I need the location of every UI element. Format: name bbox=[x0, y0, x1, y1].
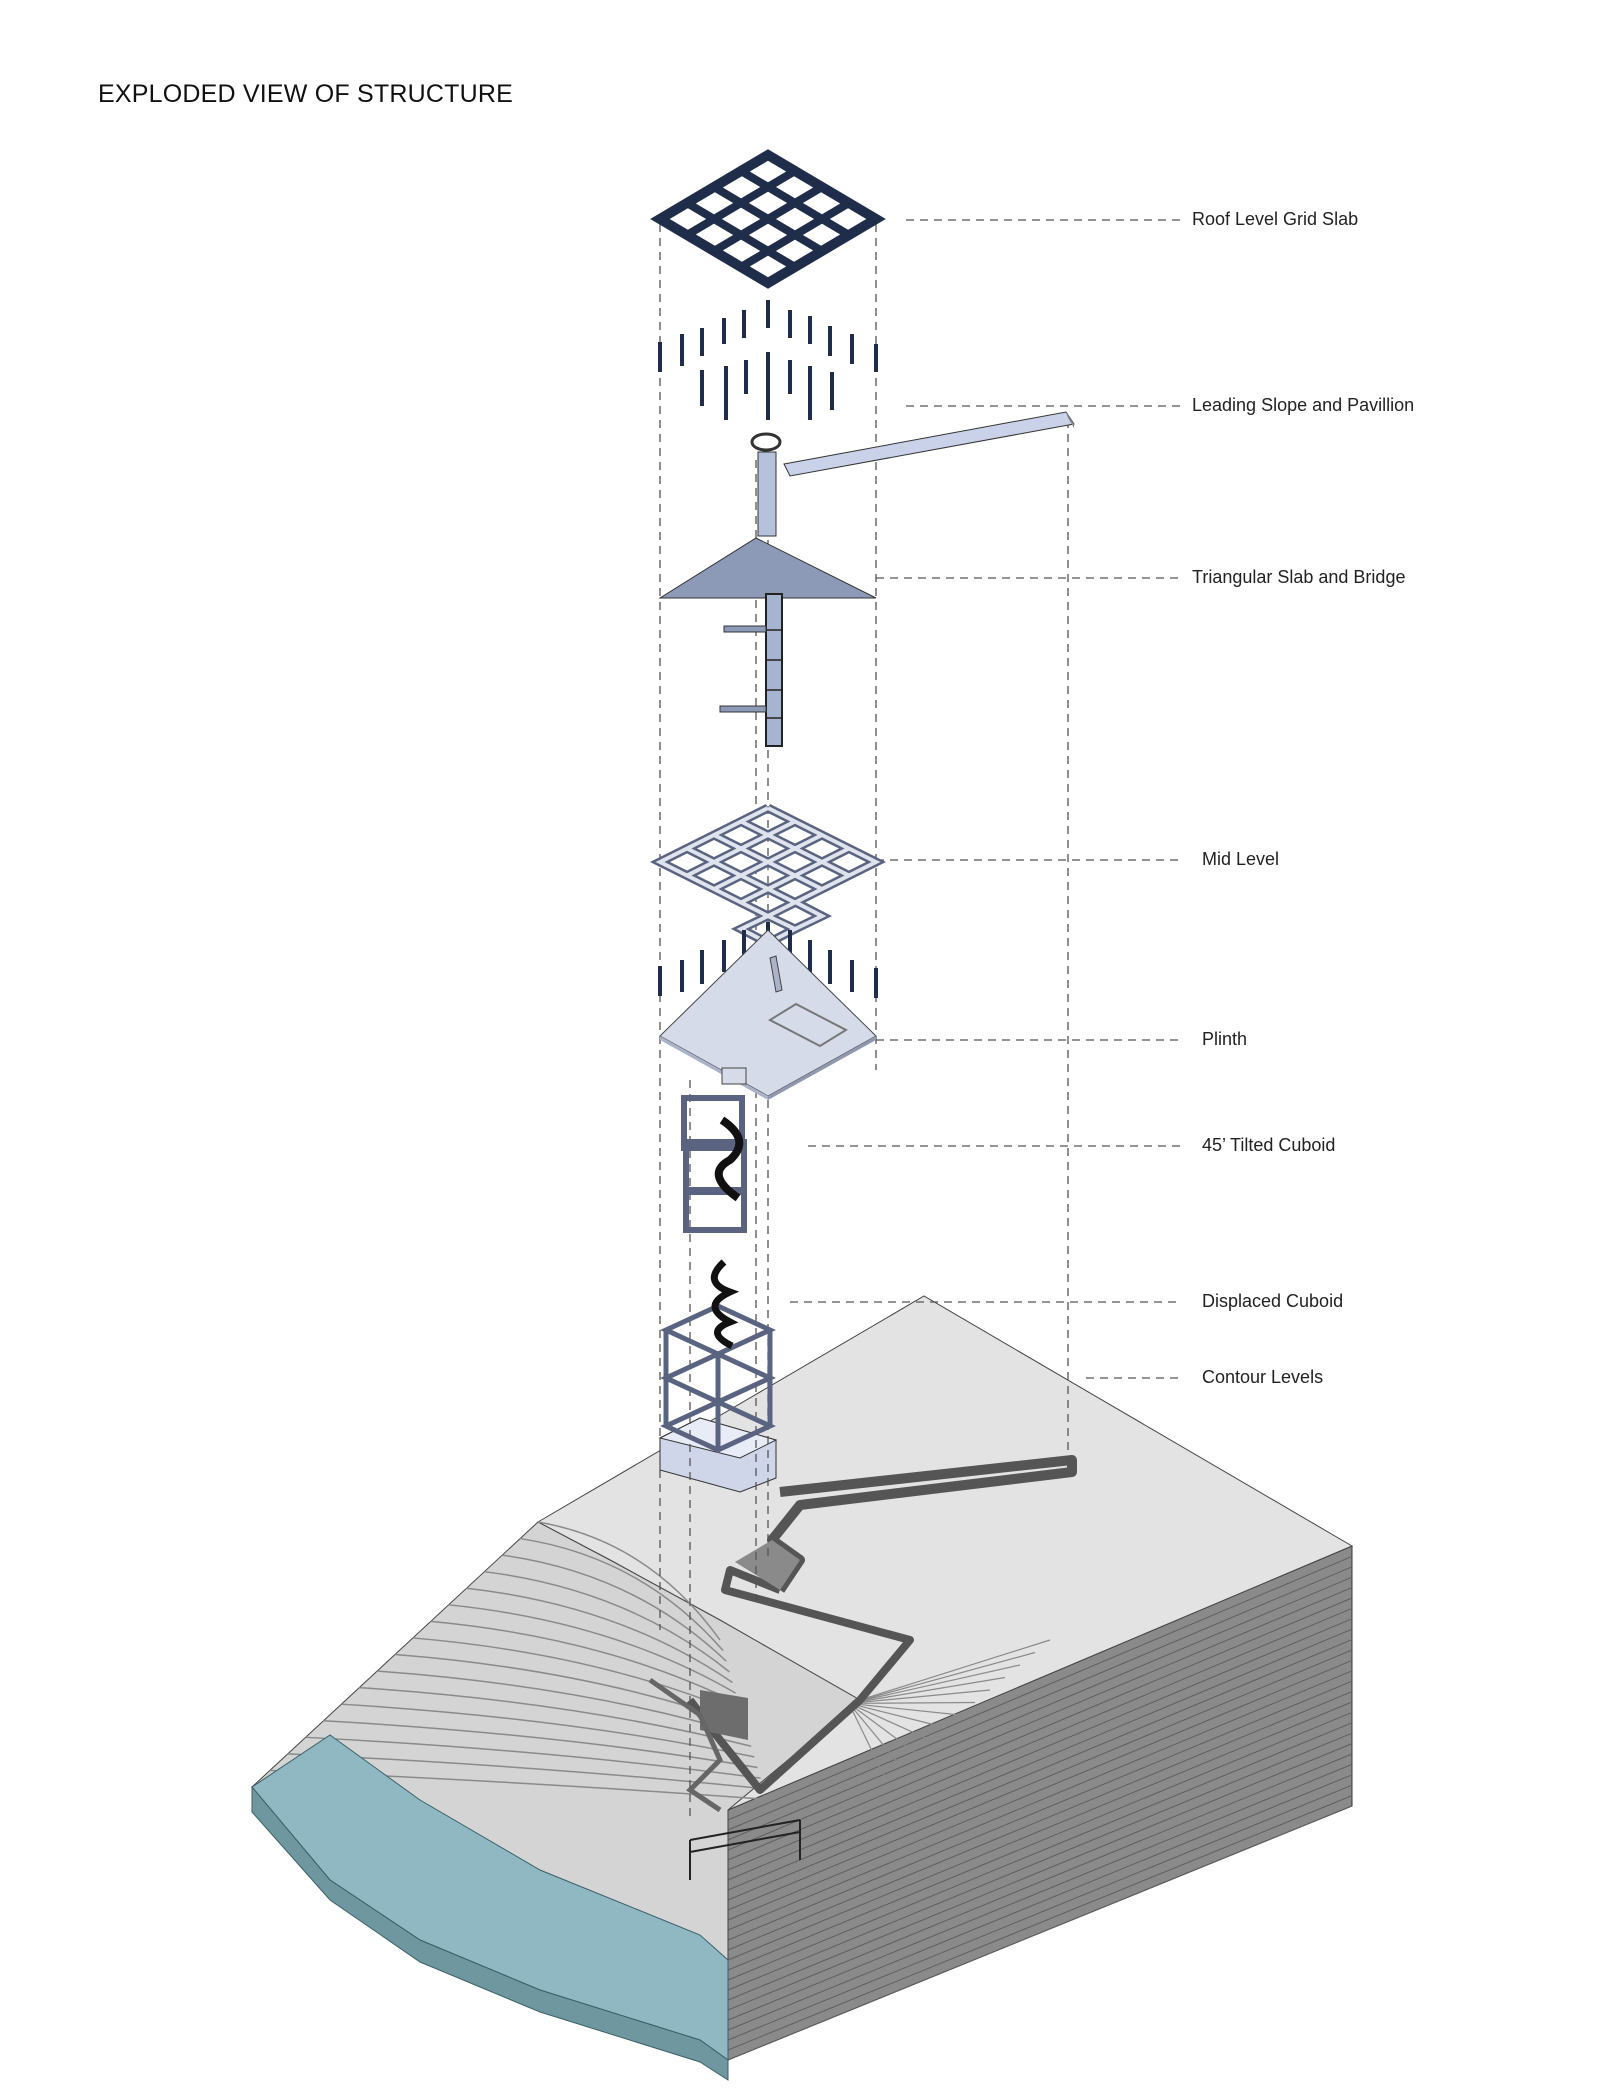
terrain-contour-steps bbox=[269, 1521, 1051, 1801]
triangular-slab-bridge bbox=[658, 537, 877, 747]
mid-level-grid bbox=[649, 803, 887, 949]
displaced-cuboid bbox=[660, 1259, 776, 1453]
label-leading-slope-pavillion: Leading Slope and Pavillion bbox=[1192, 395, 1415, 415]
terrain-model bbox=[251, 1295, 1354, 2081]
label-mid-level: Mid Level bbox=[1202, 849, 1280, 869]
plinth bbox=[659, 929, 877, 1100]
label-triangular-slab-bridge: Triangular Slab and Bridge bbox=[1192, 567, 1406, 587]
diagram-title: EXPLODED VIEW OF STRUCTURE bbox=[98, 80, 513, 108]
label-roof-level-grid-slab: Roof Level Grid Slab bbox=[1192, 209, 1359, 229]
terrain-fence bbox=[689, 1819, 801, 1880]
label-contour-levels: Contour Levels bbox=[1202, 1367, 1324, 1387]
roof-grid-slab bbox=[650, 149, 886, 289]
roof-columns bbox=[658, 300, 878, 420]
label-plinth: Plinth bbox=[1202, 1029, 1248, 1049]
tilted-cuboid bbox=[681, 1095, 747, 1233]
leading-slope-pavillion bbox=[750, 411, 1075, 537]
label-displaced-cuboid: Displaced Cuboid bbox=[1202, 1291, 1344, 1311]
label-tilted-cuboid: 45’ Tilted Cuboid bbox=[1202, 1135, 1336, 1155]
